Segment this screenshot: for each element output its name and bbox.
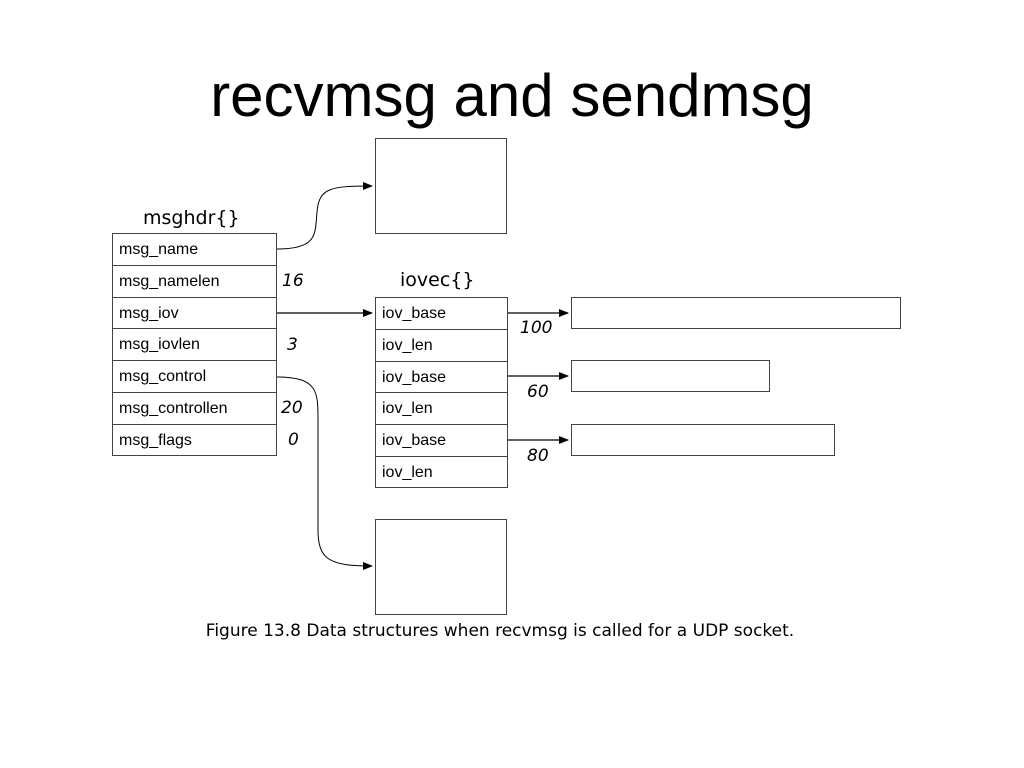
msg-namelen-value: 16 xyxy=(282,271,304,291)
msghdr-field-msg-control: msg_control xyxy=(113,361,276,393)
slide-title: recvmsg and sendmsg xyxy=(210,62,814,129)
iovec-field-iov-len: iov_len xyxy=(376,393,507,425)
buffer-size-3: 80 xyxy=(527,446,549,466)
msg-name-pointer-arrow xyxy=(276,182,373,250)
msghdr-field-msg-iov: msg_iov xyxy=(113,298,276,330)
msg-flags-value: 0 xyxy=(288,430,299,450)
msg-iovlen-value: 3 xyxy=(287,335,298,355)
msghdr-field-msg-iovlen: msg_iovlen xyxy=(113,329,276,361)
iovec-label: iovec{} xyxy=(400,269,475,291)
msghdr-label: msghdr{} xyxy=(143,207,240,229)
data-buffer-3 xyxy=(571,424,835,456)
msghdr-field-msg-controllen: msg_controllen xyxy=(113,393,276,425)
msghdr-field-msg-name: msg_name xyxy=(113,234,276,266)
msg-controllen-value: 20 xyxy=(281,398,303,418)
iovec-field-iov-len: iov_len xyxy=(382,463,433,481)
msg-control-pointer-arrow xyxy=(276,376,373,570)
buffer-size-1: 100 xyxy=(520,318,553,338)
socket-address-buffer xyxy=(375,138,507,234)
msghdr-field-msg-namelen: msg_namelen xyxy=(113,266,276,298)
figure-caption: Figure 13.8 Data structures when recvmsg… xyxy=(205,621,795,641)
iovec-field-iov-base: iov_base xyxy=(376,298,507,330)
buffer-size-2: 60 xyxy=(527,382,549,402)
iovec-field-iov-len: iov_len xyxy=(376,330,507,362)
msghdr-table: msg_name msg_namelen msg_iov msg_iovlen … xyxy=(112,233,277,456)
msghdr-field-msg-flags: msg_flags xyxy=(119,431,192,449)
data-buffer-2 xyxy=(571,360,770,392)
control-buffer xyxy=(375,519,507,615)
data-buffer-1 xyxy=(571,297,901,329)
iovec-field-iov-base: iov_base xyxy=(376,425,507,457)
iovec-table: iov_base iov_len iov_base iov_len iov_ba… xyxy=(375,297,508,488)
iovec-field-iov-base: iov_base xyxy=(376,362,507,394)
